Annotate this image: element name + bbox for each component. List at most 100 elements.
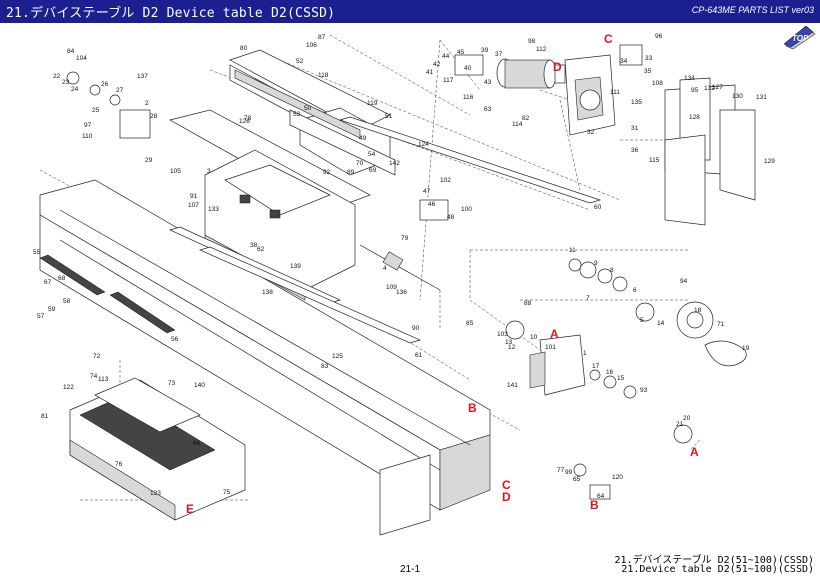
callout-127: 127 bbox=[712, 84, 723, 91]
callout-62: 62 bbox=[257, 246, 265, 253]
callout-109: 109 bbox=[386, 284, 397, 291]
callout-26: 26 bbox=[101, 81, 109, 88]
callout-11: 11 bbox=[569, 247, 576, 254]
callout-80: 80 bbox=[240, 45, 248, 52]
callout-130: 130 bbox=[732, 93, 743, 100]
callout-93: 93 bbox=[640, 387, 648, 394]
callout-85: 85 bbox=[466, 320, 474, 327]
top-button-label: TOP bbox=[792, 34, 809, 43]
letter-c-top: C bbox=[604, 32, 613, 46]
callout-115: 115 bbox=[649, 157, 660, 164]
callout-24: 24 bbox=[71, 86, 79, 93]
callout-48: 48 bbox=[447, 214, 455, 221]
callout-73: 73 bbox=[168, 380, 176, 387]
callout-103: 103 bbox=[497, 331, 508, 338]
callout-64: 64 bbox=[597, 493, 605, 500]
callout-61: 61 bbox=[415, 352, 423, 359]
reference-letters: C D A B C D A B E bbox=[186, 32, 699, 516]
callout-76: 76 bbox=[115, 461, 123, 468]
callout-142: 142 bbox=[389, 160, 400, 167]
ball-screw bbox=[359, 244, 441, 291]
base-frame bbox=[39, 179, 491, 536]
callout-14: 14 bbox=[657, 320, 665, 327]
callout-114: 114 bbox=[512, 121, 523, 128]
callout-12: 12 bbox=[508, 344, 516, 351]
callout-77: 77 bbox=[557, 467, 565, 474]
callout-20: 20 bbox=[683, 415, 691, 422]
callout-70: 70 bbox=[356, 160, 364, 167]
callout-10: 10 bbox=[530, 334, 538, 341]
callout-94: 94 bbox=[680, 278, 688, 285]
callout-106: 106 bbox=[306, 42, 317, 49]
callout-139: 139 bbox=[290, 263, 301, 270]
servo-motor bbox=[496, 58, 566, 89]
callout-32: 32 bbox=[587, 129, 595, 136]
callout-87: 87 bbox=[318, 34, 326, 41]
letter-c-frame: C bbox=[502, 478, 511, 492]
callout-7: 7 bbox=[586, 295, 590, 302]
caption-english: 21.Device table D2(51~100)(CSSD) bbox=[621, 564, 814, 575]
callout-120: 120 bbox=[612, 474, 623, 481]
callout-84: 84 bbox=[67, 48, 75, 55]
callout-104: 104 bbox=[76, 55, 87, 62]
callout-137: 137 bbox=[137, 73, 148, 80]
callout-68: 68 bbox=[58, 275, 66, 282]
letter-d-frame: D bbox=[502, 490, 511, 504]
callout-27: 27 bbox=[116, 87, 124, 94]
callout-60: 60 bbox=[594, 204, 602, 211]
page-header: 21.デバイステーブル D2 Device table D2(CSSD) CP-… bbox=[0, 0, 820, 23]
callout-45: 45 bbox=[457, 49, 465, 56]
callout-122: 122 bbox=[63, 384, 74, 391]
letter-d-top: D bbox=[553, 60, 562, 74]
callout-107: 107 bbox=[188, 202, 199, 209]
callout-88: 88 bbox=[524, 300, 532, 307]
callout-17: 17 bbox=[592, 363, 600, 370]
callout-101: 101 bbox=[545, 344, 556, 351]
callout-43: 43 bbox=[484, 79, 492, 86]
top-button[interactable]: TOP bbox=[784, 26, 816, 50]
callout-6: 6 bbox=[633, 287, 637, 294]
callout-19: 19 bbox=[742, 345, 750, 352]
parts-list-reference: CP-643ME PARTS LIST ver03 bbox=[691, 5, 814, 15]
callout-57: 57 bbox=[37, 313, 45, 320]
callout-2: 2 bbox=[145, 100, 149, 107]
callout-113: 113 bbox=[98, 376, 109, 383]
callout-50: 50 bbox=[304, 105, 312, 112]
callout-numbers: 1234567891011121314151617181920212223242… bbox=[33, 33, 775, 500]
callout-116: 116 bbox=[463, 94, 474, 101]
callout-123: 123 bbox=[150, 490, 161, 497]
callout-37: 37 bbox=[495, 51, 503, 58]
callout-29: 29 bbox=[145, 157, 153, 164]
callout-131: 131 bbox=[756, 94, 767, 101]
callout-125: 125 bbox=[332, 353, 343, 360]
callout-71: 71 bbox=[717, 321, 725, 328]
callout-96: 96 bbox=[655, 33, 663, 40]
letter-b-frame: B bbox=[468, 401, 477, 415]
callout-111: 111 bbox=[610, 89, 620, 96]
callout-110: 110 bbox=[82, 133, 93, 140]
linear-rails bbox=[169, 116, 602, 344]
callout-118: 118 bbox=[318, 72, 329, 79]
side-bracket bbox=[564, 54, 616, 136]
callout-105: 105 bbox=[170, 168, 181, 175]
callout-81: 81 bbox=[41, 413, 49, 420]
pulley-group bbox=[568, 258, 747, 367]
callout-108: 108 bbox=[652, 80, 663, 87]
callout-22: 22 bbox=[53, 73, 61, 80]
callout-90: 90 bbox=[412, 325, 420, 332]
callout-39: 39 bbox=[481, 47, 489, 54]
callout-117: 117 bbox=[443, 77, 454, 84]
callout-102: 102 bbox=[440, 177, 451, 184]
callout-47: 47 bbox=[423, 188, 431, 195]
callout-42: 42 bbox=[433, 61, 441, 68]
callout-132: 132 bbox=[704, 85, 715, 92]
callout-41: 41 bbox=[426, 69, 434, 76]
callout-63: 63 bbox=[484, 106, 492, 113]
callout-13: 13 bbox=[505, 339, 513, 346]
callout-40: 40 bbox=[464, 65, 472, 72]
callout-98: 98 bbox=[528, 38, 536, 45]
callout-91: 91 bbox=[190, 193, 198, 200]
callout-21: 21 bbox=[676, 421, 684, 428]
callout-82: 82 bbox=[522, 115, 530, 122]
callout-97: 97 bbox=[84, 122, 92, 129]
